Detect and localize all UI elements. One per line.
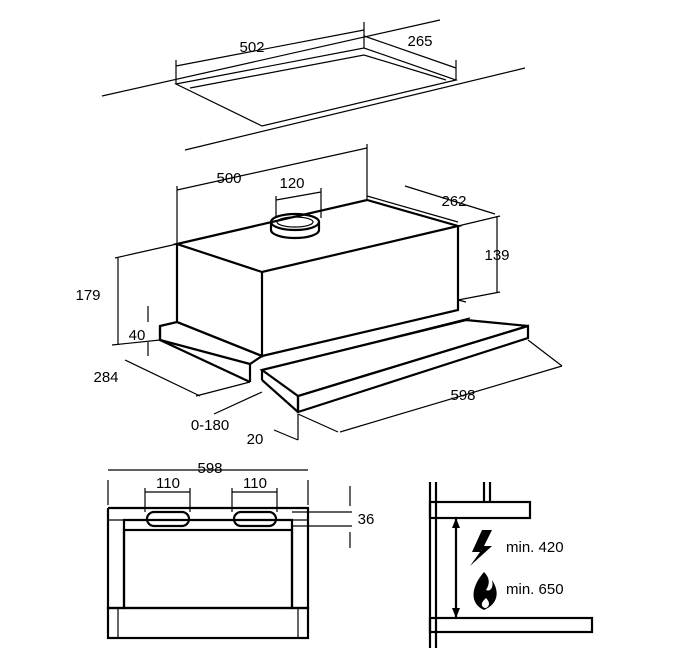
- hood-dimensions: [111, 144, 563, 441]
- hole-left-label: 110: [156, 475, 180, 492]
- front-width-label: 598: [450, 387, 475, 404]
- front-view: [106, 469, 352, 640]
- hood-width-label: 500: [216, 170, 241, 187]
- drawer-depth-label: 284: [93, 369, 118, 386]
- extension-label: 0-180: [191, 417, 229, 434]
- front-offset-label: 20: [247, 431, 264, 448]
- hood-height-label: 139: [484, 247, 509, 264]
- clearance-view: [428, 482, 594, 648]
- lightning-icon: [470, 530, 492, 566]
- flame-icon: [473, 572, 497, 610]
- hood-depth-label: 262: [441, 193, 466, 210]
- ceiling-panel: [101, 19, 526, 151]
- hole-height-label: 36: [358, 511, 375, 528]
- duct-diameter-label: 120: [279, 175, 304, 192]
- hood-body: [158, 198, 530, 414]
- front-view-width-label: 598: [197, 460, 222, 477]
- hole-right-label: 110: [243, 475, 267, 492]
- panel-depth-label: 265: [407, 33, 432, 50]
- panel-width-label: 502: [239, 39, 264, 56]
- front-height-label: 40: [129, 327, 146, 344]
- total-height-label: 179: [75, 287, 100, 304]
- min-gas-label: min. 650: [506, 581, 564, 598]
- min-electric-label: min. 420: [506, 539, 564, 556]
